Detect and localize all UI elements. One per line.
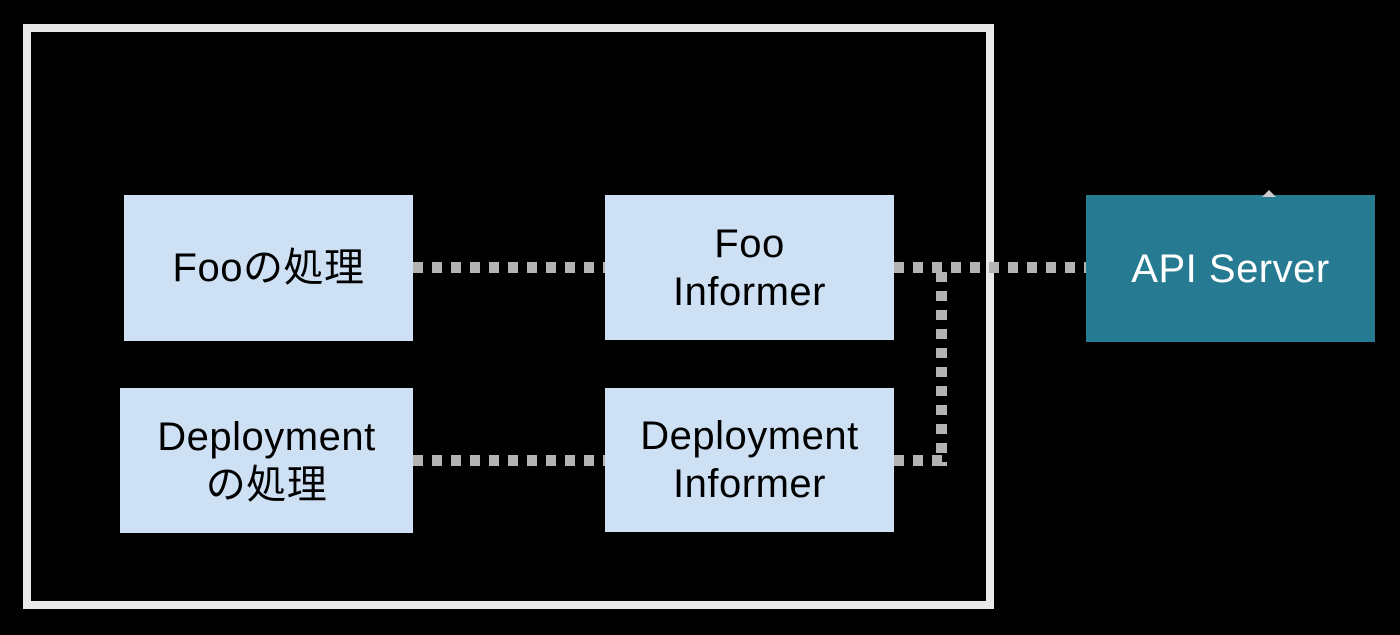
node-foo-informer: Foo Informer (605, 195, 894, 340)
node-label: Informer (673, 269, 826, 314)
node-label: Foo (714, 221, 785, 266)
connector-deployment-informer-elbow-vertical (936, 272, 947, 466)
connector-deployment-process-to-deployment-informer (413, 455, 605, 466)
node-api-server: API Server (1086, 195, 1375, 342)
node-label: Deployment (157, 414, 376, 459)
node-label: Fooの処理 (172, 246, 365, 290)
node-deployment-informer: Deployment Informer (605, 388, 894, 532)
node-label: API Server (1131, 246, 1330, 291)
node-label: Deployment (640, 414, 859, 458)
controller-boundary-box (23, 24, 994, 609)
node-label: Informer (673, 462, 826, 506)
node-label: の処理 (205, 462, 328, 507)
node-deployment-process: Deployment の処理 (120, 388, 413, 533)
connector-foo-informer-to-api-server (894, 262, 1087, 273)
connector-foo-process-to-foo-informer (413, 262, 605, 273)
node-foo-process: Fooの処理 (124, 195, 413, 341)
arrow-up-icon (1262, 190, 1276, 197)
connector-deployment-informer-elbow-horizontal (894, 455, 944, 466)
